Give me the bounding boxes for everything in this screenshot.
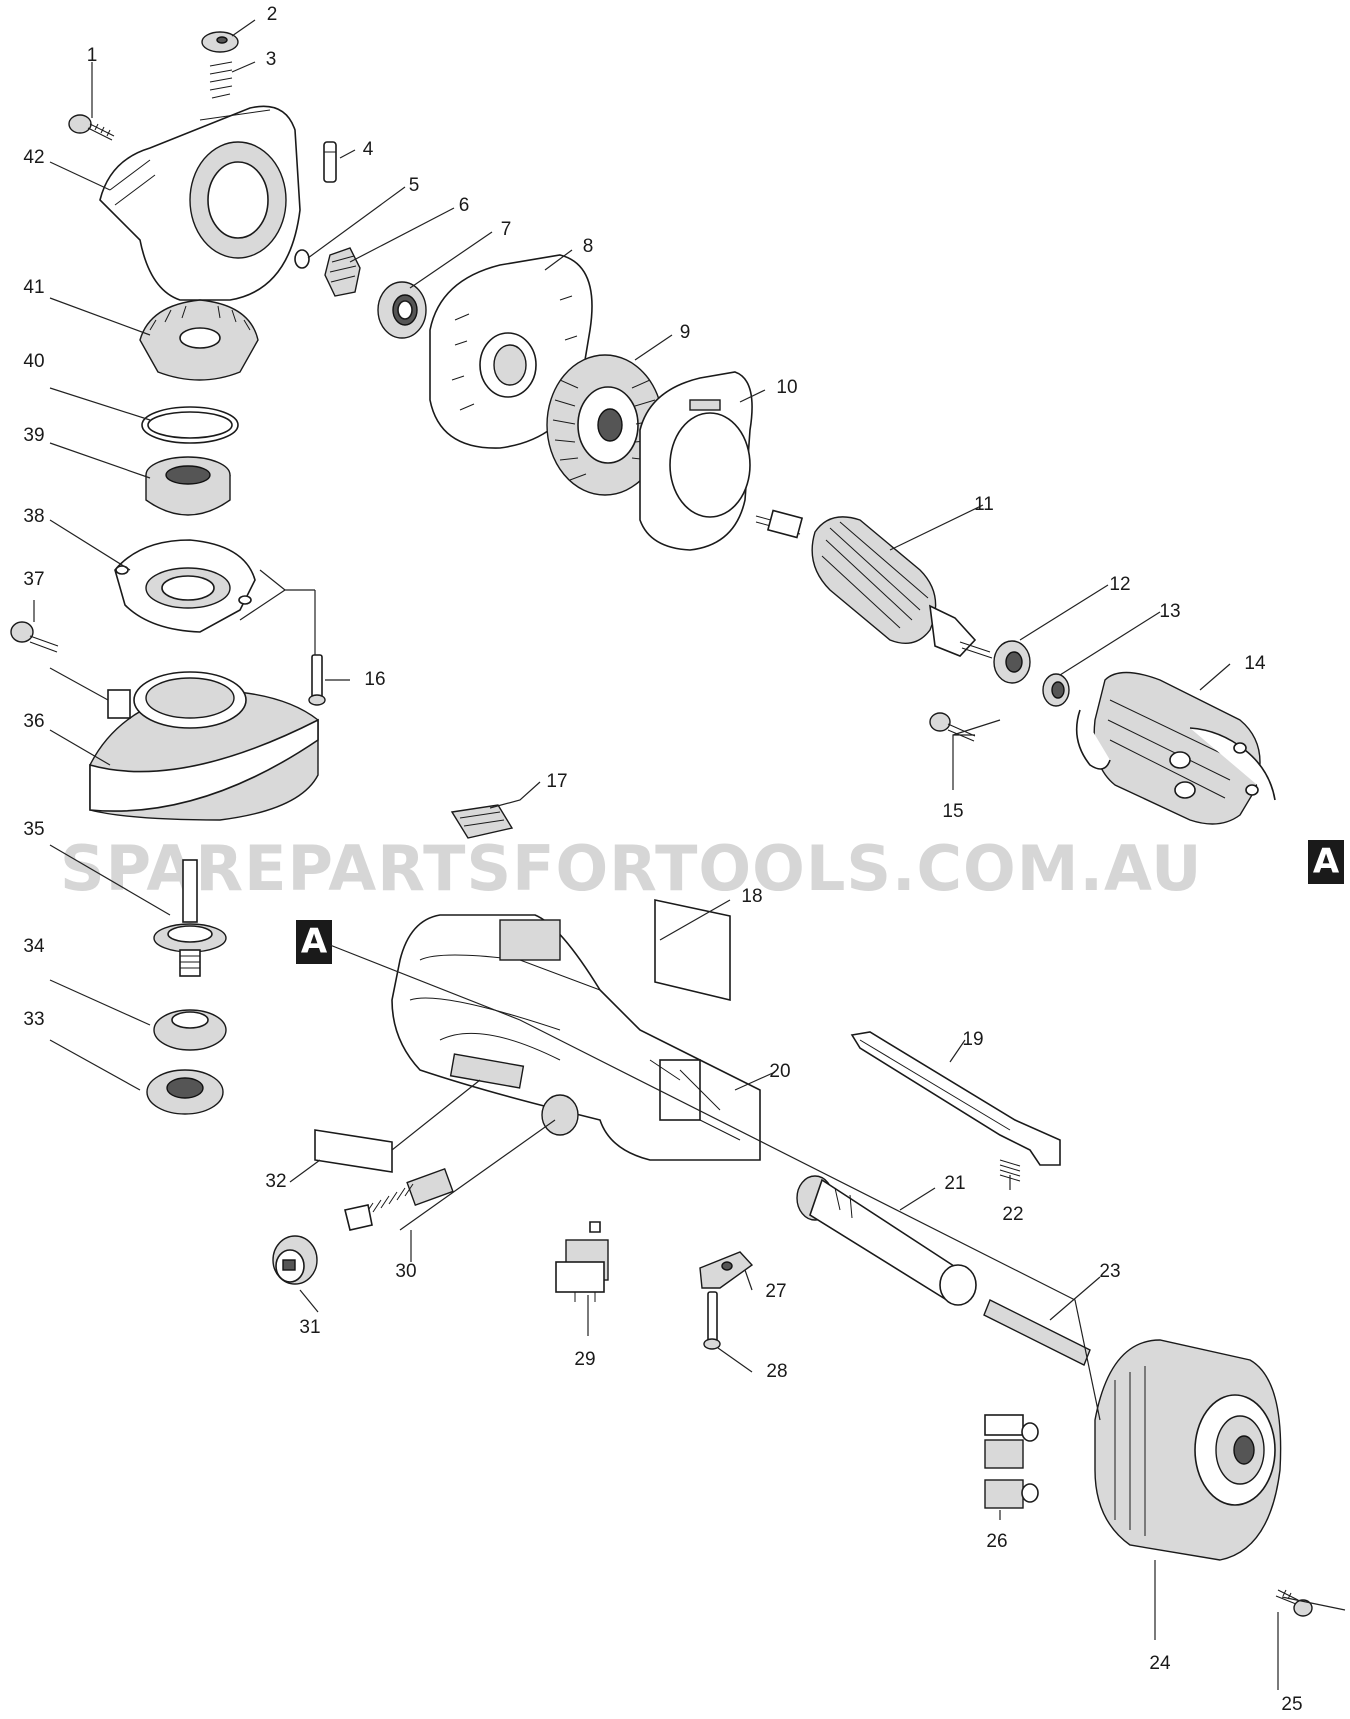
part-2-cap-drawing — [201, 31, 239, 53]
part-20-motor-housing-drawing — [391, 914, 761, 1161]
label-part-18: 18 — [741, 886, 762, 907]
label-part-6: 6 — [459, 195, 470, 216]
part-4-pin-drawing — [323, 141, 337, 183]
part-19-switch-lever-drawing — [850, 1031, 1061, 1166]
label-part-13: 13 — [1159, 601, 1180, 622]
label-part-8: 8 — [583, 236, 594, 257]
label-part-36: 36 — [23, 711, 44, 732]
part-17-switch-button-drawing — [450, 804, 514, 839]
part-6-pinion-drawing — [324, 247, 361, 297]
part-42-gear-housing-drawing — [99, 105, 301, 301]
label-part-42: 42 — [23, 147, 44, 168]
part-30-carbon-brush-drawing — [344, 1167, 454, 1231]
part-11-armature-drawing — [755, 509, 993, 659]
part-23-cord-drawing — [983, 1299, 1091, 1366]
label-part-11: 11 — [974, 494, 994, 515]
leader-lines — [33, 19, 1346, 1690]
part-41-bevel-gear-drawing — [139, 299, 259, 381]
label-part-10: 10 — [776, 377, 797, 398]
part-38-bearing-box-drawing — [114, 539, 256, 633]
label-part-27: 27 — [765, 1281, 786, 1302]
part-number-labels: 1 2 3 4 5 6 7 8 9 10 11 12 13 14 15 16 1… — [23, 4, 1302, 1715]
label-part-7: 7 — [501, 219, 512, 240]
watermark-text: SPAREPARTSFORTOOLS.COM.AU — [60, 832, 1202, 905]
part-36-wheel-guard-drawing — [89, 671, 319, 821]
label-part-21: 21 — [944, 1173, 965, 1194]
label-part-23: 23 — [1099, 1261, 1120, 1282]
label-part-4: 4 — [363, 139, 374, 160]
part-24-rear-cover-drawing — [1094, 1339, 1282, 1561]
part-12-bearing-drawing — [993, 640, 1031, 684]
label-part-32: 32 — [265, 1171, 286, 1192]
part-3-spring-drawing — [209, 61, 233, 99]
part-14-field-drawing — [1075, 671, 1276, 825]
label-part-12: 12 — [1109, 574, 1130, 595]
label-part-41: 41 — [23, 277, 44, 298]
label-part-15: 15 — [942, 801, 963, 822]
label-part-22: 22 — [1002, 1204, 1023, 1225]
label-part-24: 24 — [1149, 1653, 1171, 1674]
label-part-9: 9 — [680, 322, 691, 343]
label-part-16: 16 — [364, 669, 385, 690]
part-40-ring-drawing — [141, 406, 239, 444]
part-39-bearing-drawing — [145, 456, 231, 516]
label-part-30: 30 — [395, 1261, 416, 1282]
part-15-screw-drawing — [929, 712, 976, 742]
part-31-brush-cap-drawing — [272, 1235, 318, 1285]
section-marker-left: A — [296, 920, 332, 964]
label-part-25: 25 — [1281, 1694, 1302, 1715]
label-part-20: 20 — [769, 1061, 790, 1082]
part-37-screw-drawing — [10, 621, 59, 653]
part-21-strain-relief-drawing — [796, 1175, 977, 1306]
section-marker-right-label: A — [1313, 842, 1340, 882]
label-part-37: 37 — [23, 569, 44, 590]
part-35-spindle-drawing — [153, 859, 227, 977]
label-part-29: 29 — [574, 1349, 595, 1370]
label-part-39: 39 — [23, 425, 44, 446]
part-16-screw-drawing — [308, 654, 326, 706]
part-22-spring-drawing — [999, 1159, 1021, 1182]
part-32-label-drawing — [314, 1129, 393, 1173]
label-part-19: 19 — [962, 1029, 983, 1050]
label-part-5: 5 — [409, 175, 420, 196]
part-28-screw-drawing — [703, 1291, 721, 1350]
part-10-fan-guide-drawing — [639, 371, 753, 551]
label-part-14: 14 — [1244, 653, 1266, 674]
label-part-31: 31 — [299, 1317, 320, 1338]
section-marker-right: A — [1308, 840, 1344, 884]
label-part-17: 17 — [546, 771, 567, 792]
label-part-35: 35 — [23, 819, 44, 840]
label-part-33: 33 — [23, 1009, 44, 1030]
part-27-clamp-drawing — [699, 1251, 754, 1289]
part-13-washer-drawing — [1042, 673, 1070, 707]
label-part-38: 38 — [23, 506, 44, 527]
label-part-34: 34 — [23, 936, 45, 957]
part-26-terminal-block-drawing — [984, 1414, 1039, 1509]
label-part-2: 2 — [267, 4, 278, 25]
label-part-40: 40 — [23, 351, 44, 372]
part-33-lock-nut-drawing — [146, 1069, 224, 1115]
part-29-switch-drawing — [555, 1221, 609, 1302]
label-part-1: 1 — [87, 45, 98, 66]
part-18-label-drawing — [654, 899, 731, 1002]
label-part-26: 26 — [986, 1531, 1007, 1552]
part-5-ring-drawing — [294, 249, 310, 269]
label-part-3: 3 — [266, 49, 277, 70]
part-34-inner-flange-drawing — [153, 1009, 227, 1051]
part-25-screw-drawing — [1275, 1589, 1313, 1617]
part-9-fan-drawing — [546, 354, 664, 496]
part-7-bearing-drawing — [377, 281, 427, 339]
section-marker-left-label: A — [301, 922, 328, 962]
part-1-screw-drawing — [68, 114, 115, 141]
label-part-28: 28 — [766, 1361, 787, 1382]
